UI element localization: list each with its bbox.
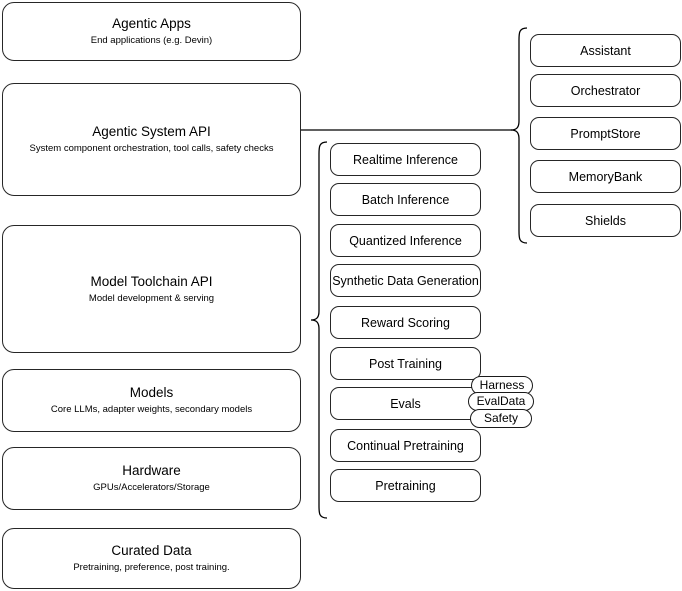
component-label: Quantized Inference bbox=[349, 233, 462, 248]
component-box-orchestrator[interactable]: Orchestrator bbox=[530, 74, 681, 107]
component-label: Evals bbox=[390, 396, 421, 411]
component-box-pretraining[interactable]: Pretraining bbox=[330, 469, 481, 502]
component-box-shields[interactable]: Shields bbox=[530, 204, 681, 237]
component-box-synthetic-data-generation[interactable]: Synthetic Data Generation bbox=[330, 264, 481, 297]
component-label: Pretraining bbox=[375, 478, 436, 493]
layer-title: Curated Data bbox=[111, 543, 192, 558]
model-toolchain-brace bbox=[310, 141, 328, 519]
component-label: Synthetic Data Generation bbox=[332, 273, 479, 288]
component-box-batch-inference[interactable]: Batch Inference bbox=[330, 183, 481, 216]
layer-subtitle: GPUs/Accelerators/Storage bbox=[93, 482, 210, 493]
component-label: Reward Scoring bbox=[361, 315, 450, 330]
agentic-system-brace bbox=[510, 27, 528, 244]
layer-title: Model Toolchain API bbox=[90, 273, 213, 289]
layer-subtitle: Model development & serving bbox=[88, 292, 215, 304]
layer-subtitle: Core LLMs, adapter weights, secondary mo… bbox=[50, 404, 253, 415]
component-label: Assistant bbox=[580, 43, 631, 58]
layer-subtitle: End applications (e.g. Devin) bbox=[90, 35, 213, 46]
layer-subtitle: Pretraining, preference, post training. bbox=[73, 562, 230, 573]
layer-subtitle: System component orchestration, tool cal… bbox=[29, 143, 274, 154]
layer-title: Agentic System API bbox=[92, 124, 211, 139]
layer-title: Agentic Apps bbox=[112, 16, 191, 31]
layer-box-agentic-apps[interactable]: Agentic Apps End applications (e.g. Devi… bbox=[2, 2, 301, 61]
component-box-evals[interactable]: Evals bbox=[330, 387, 481, 420]
component-box-post-training[interactable]: Post Training bbox=[330, 347, 481, 380]
component-box-realtime-inference[interactable]: Realtime Inference bbox=[330, 143, 481, 176]
component-label: PromptStore bbox=[570, 126, 641, 141]
component-label: Orchestrator bbox=[570, 83, 641, 98]
component-box-reward-scoring[interactable]: Reward Scoring bbox=[330, 306, 481, 339]
evals-badge-safety[interactable]: Safety bbox=[470, 409, 532, 428]
component-box-quantized-inference[interactable]: Quantized Inference bbox=[330, 224, 481, 257]
layer-box-curated-data[interactable]: Curated Data Pretraining, preference, po… bbox=[2, 528, 301, 589]
layer-box-model-toolchain-api[interactable]: Model Toolchain API Model development & … bbox=[2, 225, 301, 353]
component-label: Shields bbox=[585, 213, 626, 228]
component-box-assistant[interactable]: Assistant bbox=[530, 34, 681, 67]
component-box-memorybank[interactable]: MemoryBank bbox=[530, 160, 681, 193]
component-label: Realtime Inference bbox=[353, 152, 458, 167]
component-label: Post Training bbox=[369, 356, 442, 371]
component-box-continual-pretraining[interactable]: Continual Pretraining bbox=[330, 429, 481, 462]
component-label: Continual Pretraining bbox=[347, 438, 464, 453]
layer-title: Models bbox=[129, 385, 174, 400]
layer-box-hardware[interactable]: Hardware GPUs/Accelerators/Storage bbox=[2, 447, 301, 510]
layer-box-agentic-system-api[interactable]: Agentic System API System component orch… bbox=[2, 83, 301, 196]
component-label: Batch Inference bbox=[361, 192, 450, 207]
layer-title: Hardware bbox=[122, 463, 181, 478]
component-box-promptstore[interactable]: PromptStore bbox=[530, 117, 681, 150]
layer-box-models[interactable]: Models Core LLMs, adapter weights, secon… bbox=[2, 369, 301, 432]
component-label: MemoryBank bbox=[568, 169, 643, 184]
